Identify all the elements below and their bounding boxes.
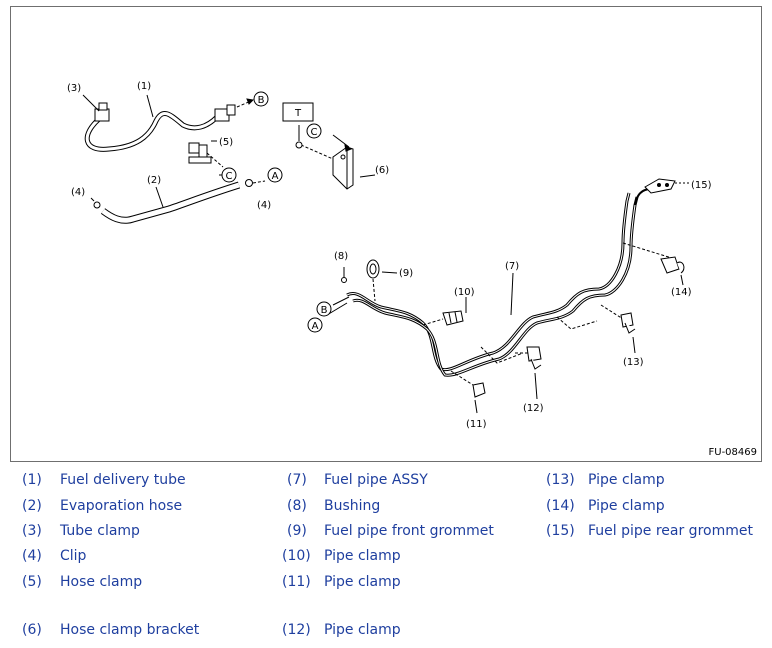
callout-3: (3): [67, 83, 81, 94]
callout-7: (7): [505, 261, 519, 272]
marker-a-top: A: [272, 171, 279, 182]
marker-c-left: C: [226, 171, 233, 182]
legend-label: Pipe clamp: [324, 574, 401, 590]
callout-4-left: (4): [71, 187, 85, 198]
parts-legend: (1) Fuel delivery tube (2) Evaporation h…: [0, 470, 772, 648]
callout-15: (15): [691, 180, 712, 191]
callout-5: (5): [219, 137, 233, 148]
marker-b-top: B: [258, 95, 265, 106]
legend-number: (13): [546, 472, 575, 488]
pipe-clamp-13: [600, 304, 636, 334]
legend-label: Evaporation hose: [60, 498, 183, 514]
hose-clamp-bracket: [295, 125, 354, 190]
fuel-pipe-assy: [346, 188, 676, 377]
legend-number: (14): [546, 498, 575, 514]
callout-13: (13): [623, 357, 644, 368]
legend-label: Bushing: [324, 498, 381, 514]
callout-8: (8): [334, 251, 348, 262]
callout-6: (6): [375, 165, 389, 176]
legend-number: (3): [22, 523, 42, 539]
callout-11: (11): [466, 419, 487, 430]
hose-clamp: [188, 142, 224, 168]
legend-label: Hose clamp bracket: [60, 622, 200, 638]
diagram-drawing: B A C C B A T (3) (1) (5) (2) (4) (4) (6…: [67, 81, 712, 430]
legend-number: (10): [282, 548, 311, 564]
legend-number: (12): [282, 622, 311, 638]
callout-2: (2): [147, 175, 161, 186]
callout-14: (14): [671, 287, 692, 298]
legend-label: Fuel pipe ASSY: [324, 472, 428, 488]
legend-label: Pipe clamp: [588, 472, 665, 488]
legend-label: Pipe clamp: [588, 498, 665, 514]
callout-1: (1): [137, 81, 151, 92]
fuel-pipe-front-grommet: [366, 259, 380, 302]
callout-9: (9): [399, 268, 413, 279]
legend-number: (9): [287, 523, 307, 539]
pipe-clamp-14: [660, 256, 685, 274]
legend-number: (2): [22, 498, 42, 514]
callout-12: (12): [523, 403, 544, 414]
fuel-pipe-rear-grommet: [644, 178, 676, 194]
marker-t: T: [294, 108, 302, 119]
legend-label: Hose clamp: [60, 574, 143, 590]
marker-a-bottom: A: [312, 321, 319, 332]
clip-left: [90, 197, 101, 209]
legend-number: (8): [287, 498, 307, 514]
legend-number: (11): [282, 574, 311, 590]
legend-number: (4): [22, 548, 42, 564]
evaporation-hose: [100, 181, 241, 224]
legend-label: Pipe clamp: [324, 622, 401, 638]
legend-label: Pipe clamp: [324, 548, 401, 564]
callout-10: (10): [454, 287, 475, 298]
legend-number: (6): [22, 622, 42, 638]
bushing: [341, 267, 347, 283]
legend-label: Fuel pipe front grommet: [324, 523, 494, 539]
fuel-delivery-tube: [84, 102, 236, 152]
legend-number: (7): [287, 472, 307, 488]
clip-right: [245, 179, 266, 187]
marker-b-bottom: B: [321, 305, 328, 316]
pipe-clamp-11: [450, 370, 486, 398]
legend-label: Fuel delivery tube: [60, 472, 186, 488]
figure-id: FU-08469: [708, 447, 758, 458]
pipe-clamp-10: [422, 310, 464, 326]
legend-label: Fuel pipe rear grommet: [588, 523, 753, 539]
parts-diagram: B A C C B A T (3) (1) (5) (2) (4) (4) (6…: [10, 6, 762, 462]
pipe-clamp-12: [515, 346, 542, 370]
legend-label: Clip: [60, 548, 87, 564]
legend-label: Tube clamp: [60, 523, 140, 539]
marker-c-right: C: [311, 127, 318, 138]
callout-4-right: (4): [257, 200, 271, 211]
legend-number: (15): [546, 523, 575, 539]
legend-number: (5): [22, 574, 42, 590]
legend-number: (1): [22, 472, 42, 488]
